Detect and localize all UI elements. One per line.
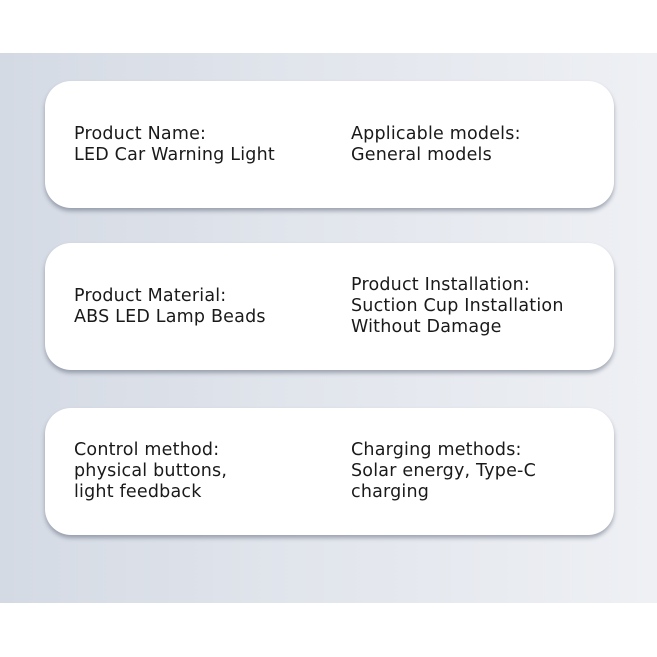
product-material-label: Product Material: xyxy=(74,285,227,306)
product-name-value: LED Car Warning Light xyxy=(74,144,275,165)
product-name-label: Product Name: xyxy=(74,123,207,144)
charging-methods-value-line1: Solar energy, Type-C xyxy=(351,461,536,481)
applicable-models-value: General models xyxy=(351,144,492,165)
charging-methods-value-line2: charging xyxy=(351,482,430,502)
spec-card-control-charging: Control method: physical buttons, light … xyxy=(45,408,614,535)
product-installation-value-line1: Suction Cup Installation xyxy=(351,296,564,316)
product-installation-value-line2: Without Damage xyxy=(351,317,502,337)
product-installation-spec: Product Installation: Suction Cup Instal… xyxy=(351,243,611,370)
control-method-spec: Control method: physical buttons, light … xyxy=(74,408,344,535)
spec-card-name-models: Product Name: LED Car Warning Light Appl… xyxy=(45,81,614,208)
control-method-label: Control method: xyxy=(74,440,220,460)
control-method-value-line1: physical buttons, xyxy=(74,461,228,481)
product-material-spec: Product Material: ABS LED Lamp Beads xyxy=(74,243,344,370)
product-name-spec: Product Name: LED Car Warning Light xyxy=(74,81,344,208)
spec-card-material-installation: Product Material: ABS LED Lamp Beads Pro… xyxy=(45,243,614,370)
product-installation-label: Product Installation: xyxy=(351,275,531,295)
product-material-value: ABS LED Lamp Beads xyxy=(74,306,266,327)
applicable-models-label: Applicable models: xyxy=(351,123,521,144)
charging-methods-spec: Charging methods: Solar energy, Type-C c… xyxy=(351,408,611,535)
applicable-models-spec: Applicable models: General models xyxy=(351,81,611,208)
control-method-value-line2: light feedback xyxy=(74,482,202,502)
charging-methods-label: Charging methods: xyxy=(351,440,522,460)
